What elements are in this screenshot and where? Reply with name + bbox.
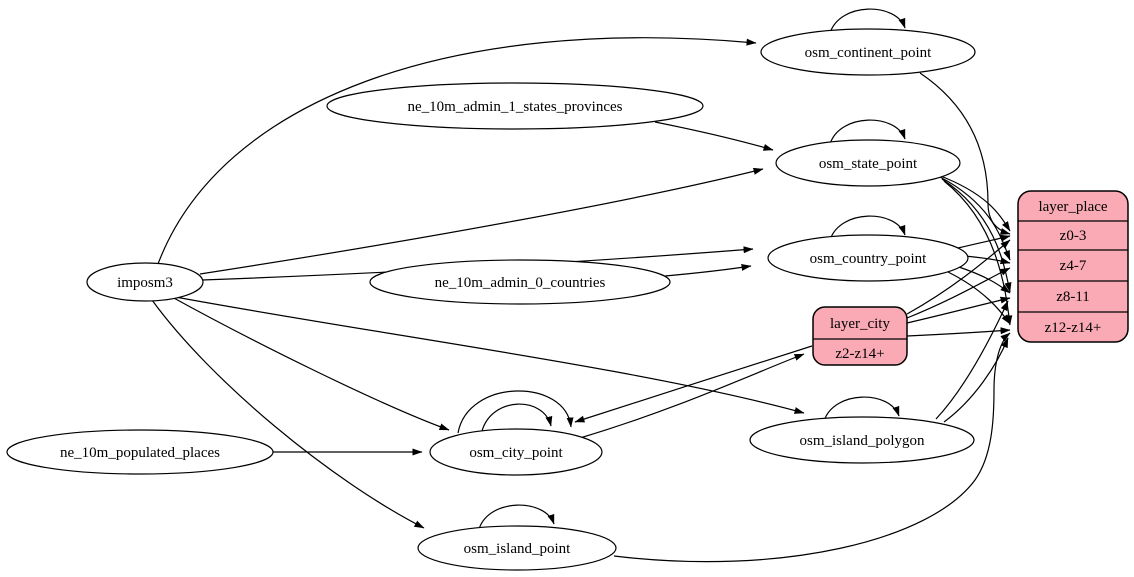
edge-islandpolygon-place-z8: [935, 300, 1009, 420]
edge-state-place-z4: [939, 176, 1011, 261]
layer-place-row-z4: z4-7: [1060, 258, 1087, 274]
self-loop-country: [829, 215, 906, 241]
ne-countries-label: ne_10m_admin_0_countries: [435, 275, 606, 291]
layer-place-title: layer_place: [1038, 199, 1107, 215]
state-label: osm_state_point: [819, 156, 918, 172]
island-polygon-label: osm_island_polygon: [799, 433, 925, 449]
node-osm-country-point: osm_country_point: [767, 234, 969, 282]
imposm3-ellipse: [86, 262, 204, 302]
edge-imposm3-island-point: [151, 299, 425, 529]
edge-country-place-z12: [947, 271, 1011, 325]
layer-place-row-z12: z12-z14+: [1045, 320, 1102, 336]
edge-country-place-z4: [963, 255, 1011, 265]
layer-place-row-z0: z0-3: [1060, 228, 1087, 244]
self-loop-state: [829, 119, 906, 145]
layer-place-box: [1017, 190, 1129, 343]
edge-islandpoint-place-z12: [613, 332, 1011, 563]
edge-layercity-place-z0: [906, 239, 1011, 315]
state-ellipse: [775, 139, 961, 187]
node-ne-10m-populated-places: ne_10m_populated_places: [6, 429, 274, 475]
node-osm-city-point: osm_city_point: [429, 428, 603, 476]
node-ne-10m-admin-1-states-provinces: ne_10m_admin_1_states_provinces: [326, 82, 704, 130]
ne-places-label: ne_10m_populated_places: [60, 445, 220, 461]
edge-islandpolygon-place-z12: [943, 337, 1009, 423]
edge-country-place-z8: [955, 265, 1011, 294]
continent-ellipse: [760, 28, 976, 76]
layer-place-row-z8: z8-11: [1056, 289, 1090, 305]
layer-city-title: layer_city: [830, 316, 890, 332]
ne-places-ellipse: [6, 429, 274, 475]
edge-state-place-z8: [941, 178, 1012, 293]
self-loop-city-inner: [481, 403, 553, 432]
ne-states-label: ne_10m_admin_1_states_provinces: [408, 99, 623, 115]
edge-layercity-place-z8: [906, 296, 1011, 324]
edge-imposm3-continent: [157, 37, 757, 265]
edge-state-place-z12: [943, 180, 1013, 326]
edge-imposm3-city: [171, 296, 450, 431]
self-loop-city-outer: [457, 390, 574, 434]
edges: [151, 8, 1013, 563]
edge-imposm3-island-polygon: [169, 295, 805, 414]
self-loop-island-point: [478, 504, 555, 530]
node-imposm3: imposm3: [86, 262, 204, 302]
node-ne-10m-admin-0-countries: ne_10m_admin_0_countries: [369, 259, 671, 305]
edge-continent-place-z0: [919, 72, 1011, 235]
node-osm-island-point: osm_island_point: [417, 525, 617, 571]
node-layer-place: layer_place z0-3 z4-7 z8-11 z12-z14+: [1017, 190, 1129, 343]
node-osm-continent-point: osm_continent_point: [760, 28, 976, 76]
imposm3-label: imposm3: [117, 275, 173, 291]
country-label: osm_country_point: [810, 251, 927, 267]
layer-city-box: [812, 306, 908, 366]
city-label: osm_city_point: [469, 445, 563, 461]
node-osm-island-polygon: osm_island_polygon: [749, 416, 975, 464]
edge-layercity-city: [574, 345, 813, 423]
node-osm-state-point: osm_state_point: [775, 139, 961, 187]
edge-state-place-z0: [937, 174, 1011, 232]
edge-layercity-place-z12: [906, 327, 1011, 337]
island-point-ellipse: [417, 525, 617, 571]
ne-countries-ellipse: [369, 259, 671, 305]
island-point-label: osm_island_point: [464, 541, 572, 557]
node-layer-city: layer_city z2-z14+: [812, 306, 908, 366]
edge-city-layercity: [579, 353, 805, 439]
island-polygon-ellipse: [749, 416, 975, 464]
ne-states-ellipse: [326, 82, 704, 130]
country-ellipse: [767, 234, 969, 282]
layer-city-row-z2: z2-z14+: [835, 346, 884, 362]
continent-label: osm_continent_point: [805, 45, 932, 61]
self-loop-continent: [829, 8, 906, 34]
self-loop-island-polygon: [823, 396, 900, 422]
city-ellipse: [429, 428, 603, 476]
edge-ne-states-state: [654, 121, 774, 151]
edge-imposm3-state: [199, 167, 764, 275]
edge-country-place-z0: [957, 234, 1011, 249]
edge-ne-countries-country: [664, 263, 752, 277]
edge-layercity-place-z4: [906, 267, 1011, 319]
